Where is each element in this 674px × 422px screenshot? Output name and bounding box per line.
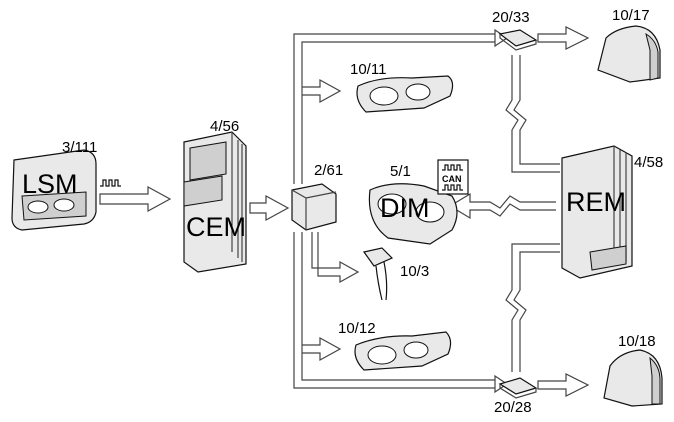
cem-name: CEM xyxy=(186,212,246,242)
arrow-rem-to-module-20-28 xyxy=(505,243,560,372)
cem-number: 4/56 xyxy=(210,118,239,135)
module-bottom-number: 20/28 xyxy=(494,399,532,416)
can-label: CAN xyxy=(442,174,462,184)
arrow-to-rear-lamp-10-18 xyxy=(537,373,590,397)
bulb-10-3 xyxy=(362,247,394,301)
rem-module xyxy=(561,145,633,279)
lsm-switch-module xyxy=(11,149,121,231)
arrow-rem-to-dim xyxy=(448,192,556,220)
arrow-to-bulb-10-3 xyxy=(311,232,360,284)
can-badge xyxy=(437,159,469,195)
dim-instrument-cluster xyxy=(368,183,458,245)
arrow-cem-to-relay xyxy=(249,194,290,222)
headlamp-top-number: 10/11 xyxy=(350,61,386,78)
arrow-to-lamp-10-11 xyxy=(302,78,342,104)
rear-lamp-10-17 xyxy=(597,25,661,83)
dim-name: DIM xyxy=(380,193,430,223)
module-20-28 xyxy=(498,377,538,399)
rem-name: REM xyxy=(566,187,626,217)
rear-lamp-bottom-number: 10/18 xyxy=(618,333,656,350)
lsm-name: LSM xyxy=(22,169,78,199)
relay xyxy=(291,183,337,231)
arrow-to-lamp-10-12 xyxy=(302,336,342,362)
arrow-to-rear-lamp-10-17 xyxy=(537,26,590,50)
arrow-lsm-to-cem xyxy=(99,185,172,213)
headlamp-10-11 xyxy=(356,75,454,113)
rem-number: 4/58 xyxy=(634,154,663,171)
relay-number: 2/61 xyxy=(314,162,343,179)
arrow-rem-to-module-20-33 xyxy=(505,55,560,173)
headlamp-bottom-number: 10/12 xyxy=(338,320,376,337)
rear-lamp-top-number: 10/17 xyxy=(612,7,650,24)
cem-module xyxy=(183,131,247,273)
bulb-number: 10/3 xyxy=(400,263,429,280)
lsm-number: 3/111 xyxy=(62,139,97,156)
module-20-33 xyxy=(498,29,538,51)
headlamp-10-12 xyxy=(354,331,452,371)
rear-lamp-10-18 xyxy=(603,349,663,407)
dim-number: 5/1 xyxy=(390,163,411,180)
module-top-number: 20/33 xyxy=(492,9,530,26)
